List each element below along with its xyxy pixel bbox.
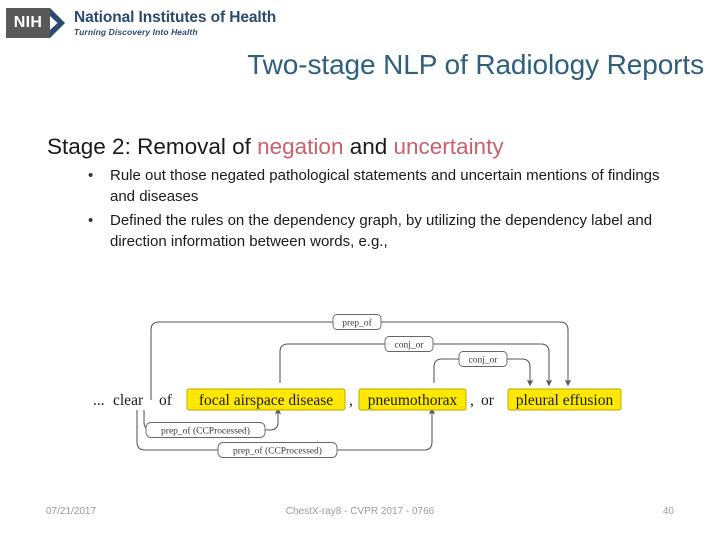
chevron-right-icon [50, 8, 70, 43]
token-pneumothorax: pneumothorax [368, 392, 458, 409]
footer-page-number: 40 [662, 506, 674, 517]
footer-date: 07/21/2017 [46, 506, 97, 517]
token-comma-2: , [470, 392, 474, 409]
edge-label-prep-of-top: prep_of [332, 314, 382, 330]
edge-label-text: conj_or [394, 341, 424, 351]
token-of: of [159, 392, 173, 409]
edge-label-text: prep_of (CCProcessed) [161, 426, 250, 437]
heading-part-1: Stage 2: Removal of [47, 134, 258, 159]
highlight-pleural-effusion [507, 388, 622, 411]
token-comma-1: , [349, 392, 353, 409]
dependency-graph-svg: prep_of conj_or conj_or prep_of (CCProce… [93, 314, 622, 458]
bullet-text: Rule out those negated pathological stat… [110, 167, 660, 205]
nih-organization-name: National Institutes of Health [74, 9, 277, 26]
heading-part-2: and [343, 134, 394, 159]
nih-logo-mark: NIH [6, 8, 68, 38]
token-focal-airspace-disease: focal airspace disease [199, 392, 333, 409]
token-or: or [481, 392, 495, 409]
section-heading: Stage 2: Removal of negation and uncerta… [47, 133, 504, 161]
token-ellipsis: ... [93, 392, 105, 409]
token-pleural-effusion: pleural effusion [516, 392, 614, 409]
page-title: Two-stage NLP of Radiology Reports [247, 49, 704, 80]
nih-wordmark: National Institutes of Health Turning Di… [74, 8, 276, 38]
list-item: • Rule out those negated pathological st… [88, 165, 678, 207]
list-item: • Defined the rules on the dependency gr… [88, 210, 678, 252]
bullet-list: • Rule out those negated pathological st… [88, 165, 678, 255]
edge-label-conj-or-1: conj_or [384, 336, 434, 352]
edge-label-prep-of-ccp-2: prep_of (CCProcessed) [217, 442, 338, 458]
nih-tagline: Turning Discovery Into Health [74, 27, 198, 37]
edge-label-text: prep_of (CCProcessed) [233, 446, 322, 457]
bullet-marker-icon: • [88, 167, 94, 184]
highlight-focal-airspace-disease [186, 388, 346, 411]
edge-label-prep-of-ccp-1: prep_of (CCProcessed) [145, 422, 266, 438]
token-clear: clear [113, 392, 144, 409]
bullet-marker-icon: • [88, 212, 94, 229]
nih-logo-letters: NIH [13, 14, 43, 31]
bullet-text: Defined the rules on the dependency grap… [110, 212, 653, 250]
nih-logo-box [6, 8, 50, 38]
edge-label-conj-or-2: conj_or [458, 351, 508, 367]
edge-label-text: conj_or [468, 356, 498, 366]
sentence-tokens: ... clear of focal airspace disease , pn… [93, 388, 622, 411]
slide-footer: 07/21/2017 ChestX-ray8 - CVPR 2017 - 076… [0, 505, 720, 525]
highlight-pneumothorax [358, 388, 467, 411]
edge-label-text: prep_of [342, 318, 372, 329]
heading-accent-negation: negation [257, 134, 344, 159]
footer-center-text: ChestX-ray8 - CVPR 2017 - 0766 [285, 506, 435, 517]
dependency-graph: prep_of conj_or conj_or prep_of (CCProce… [85, 305, 645, 465]
heading-accent-uncertainty: uncertainty [393, 134, 504, 159]
nih-logo: NIH National Institutes of Health Turnin… [6, 8, 276, 38]
